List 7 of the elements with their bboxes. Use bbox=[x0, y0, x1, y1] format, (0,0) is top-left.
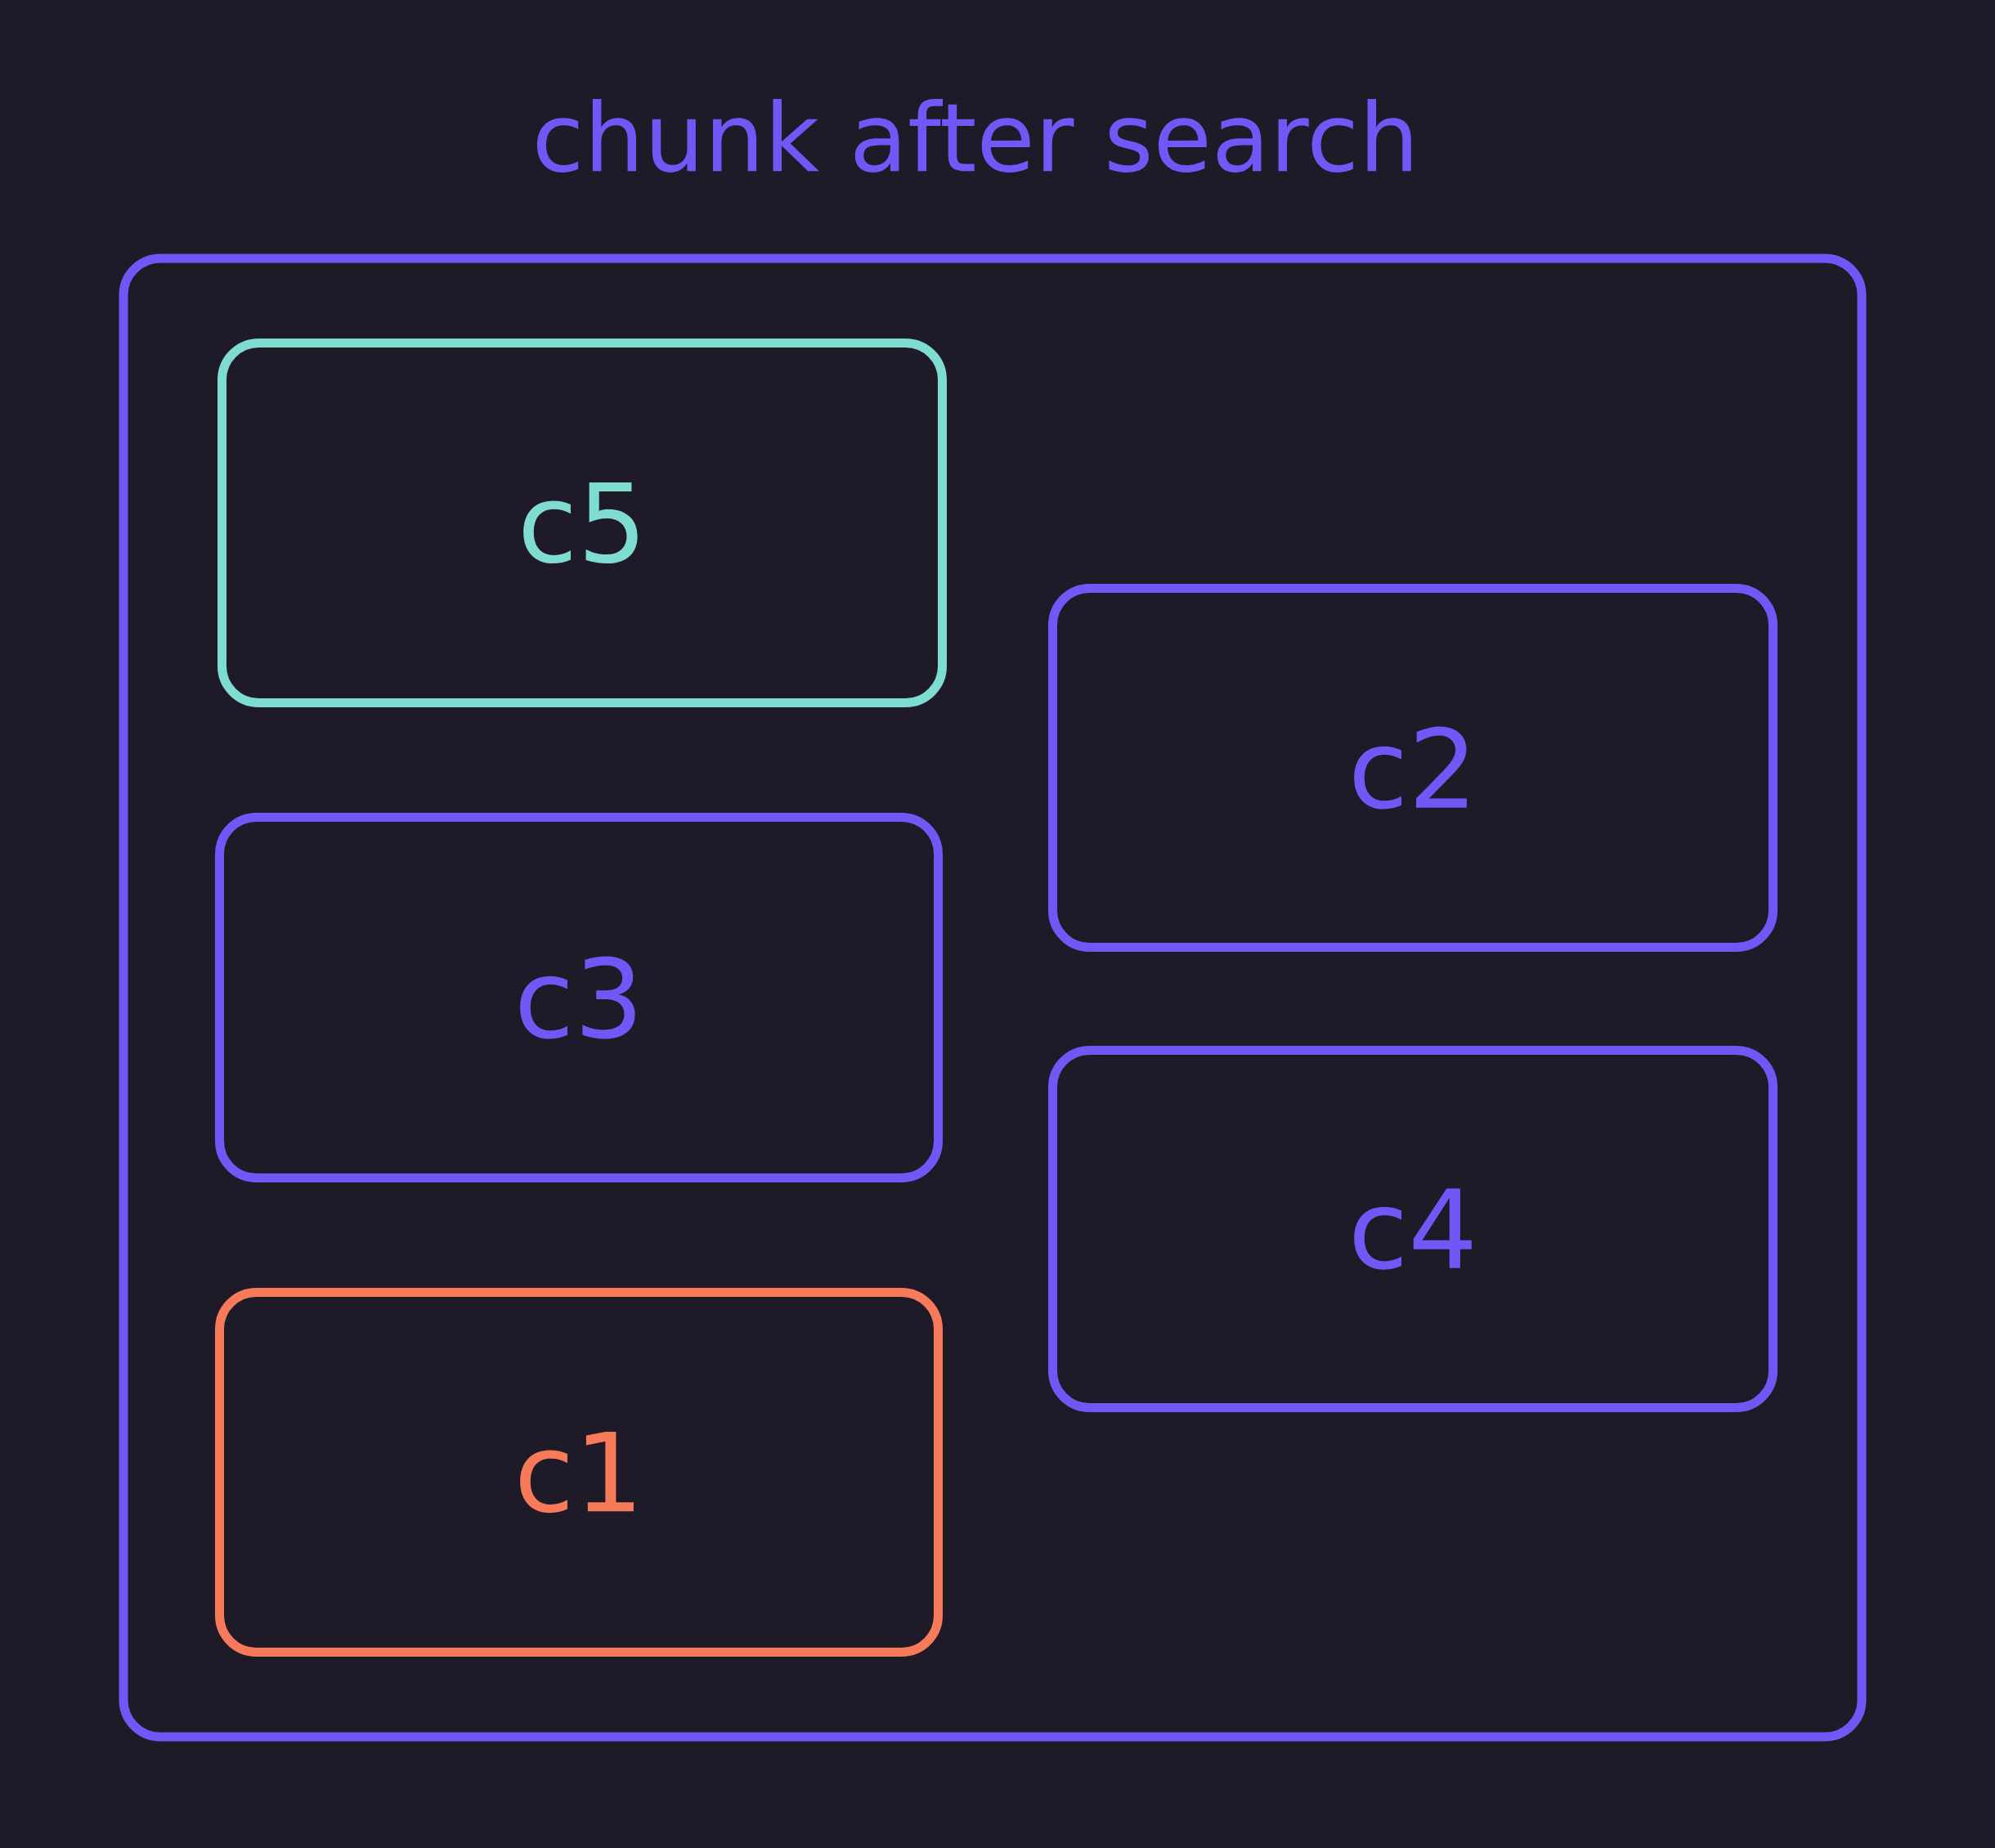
chunk-box: c1 bbox=[215, 1288, 944, 1657]
chunk-box: c4 bbox=[1048, 1046, 1778, 1412]
title: chunk after search bbox=[537, 99, 1411, 173]
chunk-box: c3 bbox=[215, 813, 944, 1182]
container-box bbox=[119, 253, 1867, 1742]
chunk-box: c2 bbox=[1048, 584, 1778, 952]
chunk-box: c5 bbox=[217, 339, 947, 707]
